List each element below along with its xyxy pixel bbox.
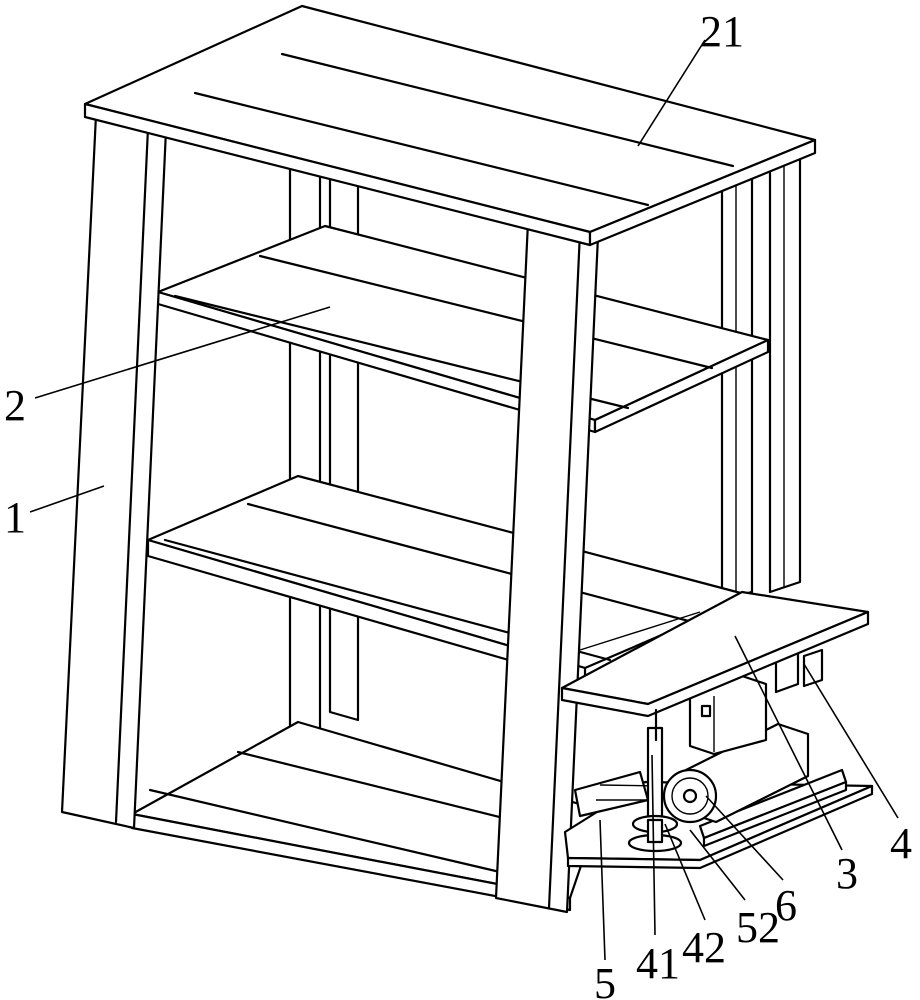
lift-screw (648, 728, 662, 824)
callout-42: 42 (682, 923, 726, 972)
callout-3: 3 (836, 849, 858, 898)
right-rear-post (722, 162, 752, 600)
callout-2: 2 (4, 381, 26, 430)
leader-2 (35, 307, 330, 398)
right-front-side-post (770, 150, 800, 592)
callout-52: 52 (736, 903, 780, 952)
callout-4: 4 (890, 819, 912, 868)
shelf-upper (158, 226, 768, 432)
callout-21: 21 (700, 7, 744, 56)
front-left-post (62, 115, 166, 828)
callout-41: 41 (636, 939, 680, 988)
callout-1: 1 (4, 493, 26, 542)
callout-5: 5 (594, 959, 616, 1000)
